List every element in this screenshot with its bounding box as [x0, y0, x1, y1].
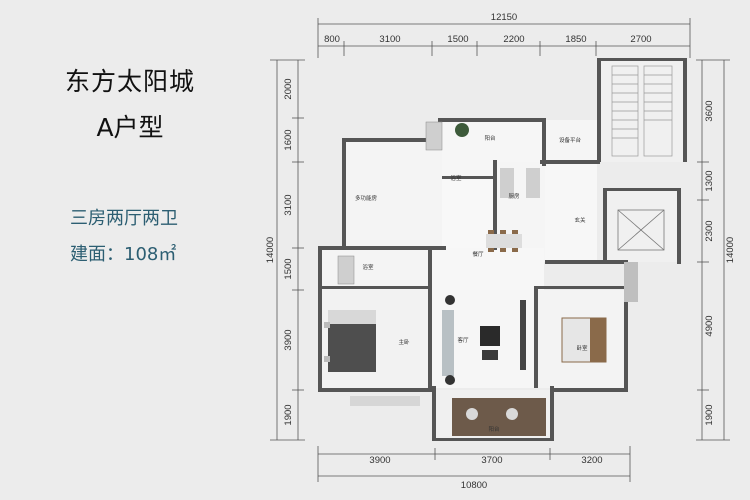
- dim-top-6: 2700: [630, 34, 651, 45]
- label-living: 客厅: [457, 336, 469, 344]
- label-bath-left: 浴室: [362, 263, 374, 271]
- elevator-shaft: [617, 209, 665, 251]
- dim-top-3: 1500: [447, 34, 468, 45]
- dim-left-2: 1600: [283, 129, 294, 150]
- walls: [318, 58, 687, 441]
- dim-left-3: 3100: [283, 194, 294, 215]
- dimension-lines: [270, 18, 730, 482]
- label-entry: 玄关: [574, 216, 586, 224]
- dim-top-2: 3100: [379, 34, 400, 45]
- label-balcony-top: 阳台: [484, 134, 496, 142]
- dim-top-4: 2200: [503, 34, 524, 45]
- label-bath-top: 浴室: [450, 174, 462, 182]
- dining-floor: [432, 248, 544, 290]
- dim-top-total: 12150: [491, 12, 517, 23]
- label-balcony-bottom: 阳台: [488, 425, 500, 433]
- equipment-floor: [545, 120, 597, 162]
- coffee-table: [480, 326, 500, 346]
- furniture: [324, 121, 638, 436]
- staircase: [611, 65, 673, 157]
- label-multi-room: 多功能房: [355, 194, 378, 202]
- room-labels: 阳台 设备平台 浴室 多功能房 厨房 玄关 浴室 餐厅 主卧 客厅 卧室 阳台: [355, 134, 588, 433]
- dim-right-2: 1300: [704, 170, 715, 191]
- sofa: [442, 310, 454, 376]
- label-kitchen: 厨房: [508, 192, 520, 200]
- layout-description: 三房两厅两卫: [70, 208, 178, 229]
- dim-right-total: 14000: [725, 237, 736, 263]
- dim-bottom-total: 10800: [461, 480, 487, 491]
- label-dining: 餐厅: [472, 250, 484, 258]
- dim-right-1: 3600: [704, 100, 715, 121]
- elevator-floor: [605, 190, 679, 262]
- dim-bottom-3: 3200: [581, 455, 602, 466]
- plant-icon: [455, 123, 469, 137]
- label-equipment: 设备平台: [559, 136, 582, 144]
- tv-cabinet: [520, 300, 526, 370]
- unit-type: A户型: [96, 113, 164, 142]
- dim-bottom-1: 3900: [369, 455, 390, 466]
- dim-left-4: 1500: [283, 258, 294, 279]
- dim-left-1: 2000: [283, 78, 294, 99]
- dim-right-5: 1900: [704, 404, 715, 425]
- label-bedroom: 卧室: [576, 344, 588, 352]
- dimension-labels: 12150 800 3100 1500 2200 1850 2700 3900 …: [265, 12, 736, 491]
- dim-left-total: 14000: [265, 237, 276, 263]
- dim-top-5: 1850: [565, 34, 586, 45]
- dim-right-3: 2300: [704, 220, 715, 241]
- area-label: 建面：108㎡: [70, 244, 177, 265]
- dim-right-4: 4900: [704, 315, 715, 336]
- dim-left-6: 1900: [283, 404, 294, 425]
- label-master: 主卧: [398, 338, 410, 346]
- dining-table: [486, 234, 522, 248]
- project-name: 东方太阳城: [64, 67, 195, 96]
- entry-floor: [545, 162, 597, 262]
- dim-top-1: 800: [324, 34, 340, 45]
- dim-bottom-2: 3700: [481, 455, 502, 466]
- dim-left-5: 3900: [283, 329, 294, 350]
- multi-room-floor: [346, 140, 442, 248]
